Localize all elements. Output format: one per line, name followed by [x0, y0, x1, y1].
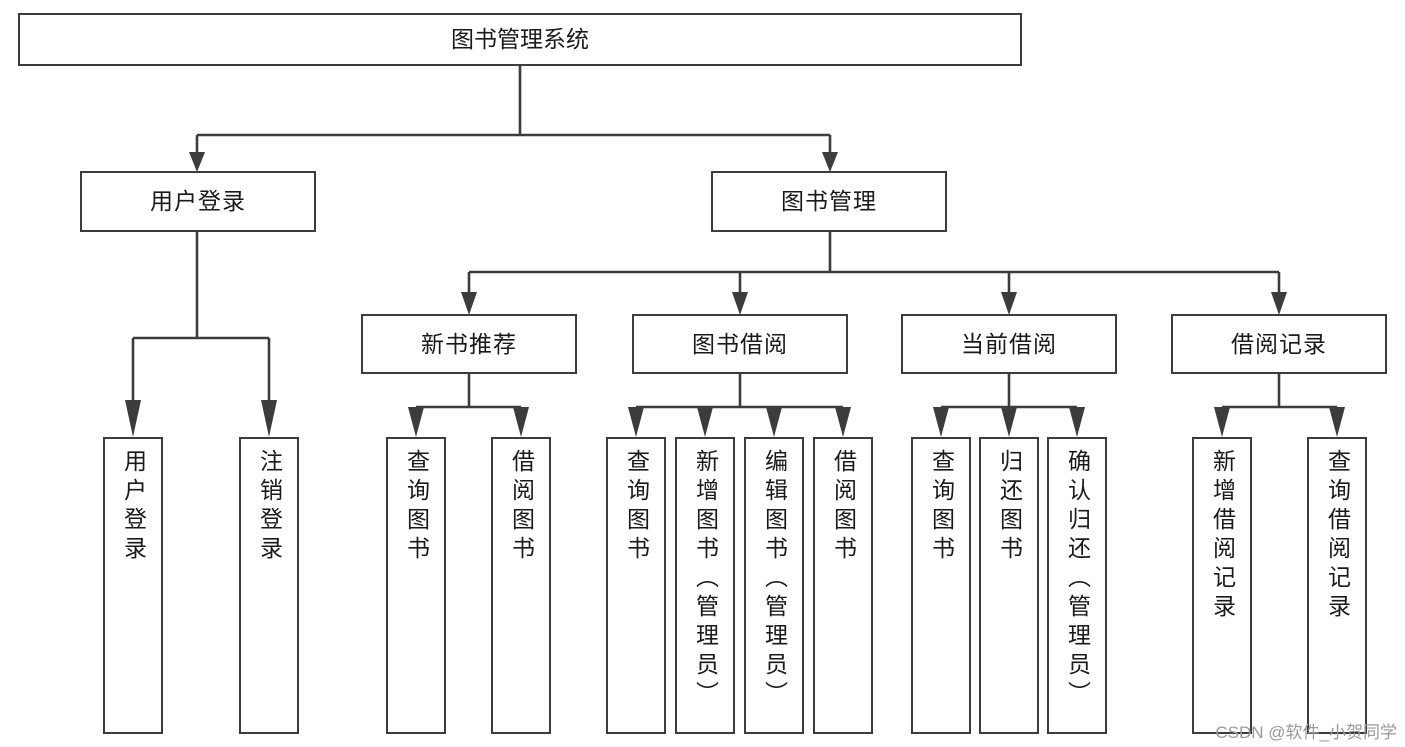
arrowhead-add-book	[697, 407, 713, 437]
node-leaf-edit-book[interactable]: 编辑图书（管理员）	[744, 437, 804, 734]
arrowhead-user-login	[189, 152, 205, 172]
arrowhead-query-book-2	[628, 407, 644, 437]
leaf-label: 借阅图书	[508, 449, 535, 565]
node-leaf-user-login[interactable]: 用户登录	[103, 437, 163, 734]
node-leaf-confirm-return[interactable]: 确认归还（管理员）	[1047, 437, 1107, 734]
node-root[interactable]: 图书管理系统	[18, 13, 1022, 66]
arrowhead-borrow-record	[1271, 292, 1287, 315]
node-borrow-record[interactable]: 借阅记录	[1171, 314, 1387, 374]
node-leaf-query-book-2[interactable]: 查询图书	[606, 437, 666, 734]
arrowhead-leaf-logout	[261, 400, 277, 437]
node-new-book-rec[interactable]: 新书推荐	[361, 314, 577, 374]
leaf-label: 借阅图书	[830, 449, 857, 565]
node-leaf-return-book[interactable]: 归还图书	[979, 437, 1039, 734]
node-leaf-borrow-book-1[interactable]: 借阅图书	[491, 437, 551, 734]
leaf-label: 新增图书（管理员）	[692, 449, 719, 710]
csdn-watermark: CSDN @软件_小贺同学	[1215, 723, 1397, 742]
arrowhead-query-book-3	[933, 407, 949, 437]
leaf-label: 查询图书	[928, 449, 955, 565]
leaf-label: 查询图书	[403, 449, 430, 565]
leaf-label: 新增借阅记录	[1209, 449, 1236, 623]
leaf-label: 归还图书	[996, 449, 1023, 565]
arrowhead-new-book-rec	[461, 292, 477, 315]
leaf-label: 注销登录	[256, 449, 283, 565]
node-leaf-borrow-book-2[interactable]: 借阅图书	[813, 437, 873, 734]
arrowhead-edit-book	[766, 407, 782, 437]
arrowhead-borrow-book-1	[513, 407, 529, 437]
node-leaf-add-record[interactable]: 新增借阅记录	[1192, 437, 1252, 734]
node-leaf-logout[interactable]: 注销登录	[239, 437, 299, 734]
node-user-login[interactable]: 用户登录	[80, 171, 316, 232]
arrowhead-query-record	[1329, 407, 1345, 437]
node-leaf-query-record[interactable]: 查询借阅记录	[1307, 437, 1367, 734]
node-book-manage[interactable]: 图书管理	[711, 171, 947, 232]
leaf-label: 确认归还（管理员）	[1064, 449, 1091, 710]
leaf-label: 编辑图书（管理员）	[761, 449, 788, 710]
arrowhead-book-borrow	[732, 292, 748, 315]
node-leaf-query-book-3[interactable]: 查询图书	[911, 437, 971, 734]
arrowhead-book-manage	[822, 152, 838, 172]
arrowhead-confirm-return	[1069, 407, 1085, 437]
leaf-label: 用户登录	[120, 449, 147, 565]
arrowhead-return-book	[1001, 407, 1017, 437]
leaf-label: 查询借阅记录	[1324, 449, 1351, 623]
arrowhead-query-book-1	[408, 407, 424, 437]
node-current-borrow[interactable]: 当前借阅	[901, 314, 1117, 374]
arrowhead-borrow-book-2	[835, 407, 851, 437]
node-leaf-query-book-1[interactable]: 查询图书	[386, 437, 446, 734]
arrowhead-leaf-user-login	[125, 400, 141, 437]
node-leaf-add-book[interactable]: 新增图书（管理员）	[675, 437, 735, 734]
arrowhead-add-record	[1214, 407, 1230, 437]
node-book-borrow[interactable]: 图书借阅	[632, 314, 848, 374]
leaf-label: 查询图书	[623, 449, 650, 565]
arrowhead-current-borrow	[1001, 292, 1017, 315]
